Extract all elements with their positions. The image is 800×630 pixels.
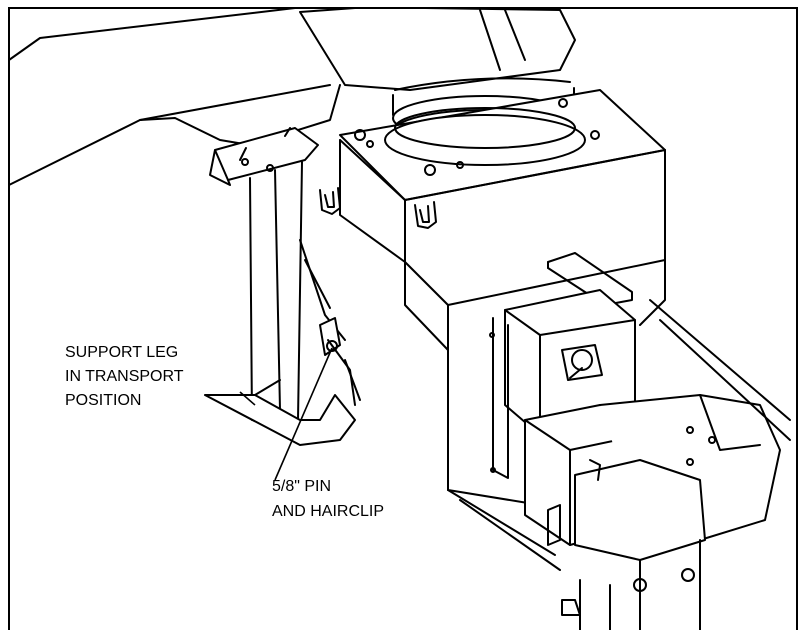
base-frame <box>447 299 791 571</box>
pin-callout: 5/8" PIN AND HAIRCLIP <box>272 478 384 520</box>
support-leg-label-line1: SUPPORT LEG <box>65 344 178 361</box>
pin-leader-line <box>274 347 333 481</box>
pin-label-line2: AND HAIRCLIP <box>272 503 384 520</box>
pin-label-line1: 5/8" PIN <box>272 478 331 495</box>
drive-mount <box>489 289 636 479</box>
leg-leader-line <box>239 391 256 406</box>
support-leg-callout: SUPPORT LEG IN TRANSPORT POSITION <box>65 344 184 409</box>
top-plate <box>339 89 666 201</box>
support-leg-label-line2: IN TRANSPORT <box>65 368 184 385</box>
support-leg <box>204 127 361 446</box>
gearbox <box>524 394 781 630</box>
support-leg-label-line3: POSITION <box>65 392 141 409</box>
